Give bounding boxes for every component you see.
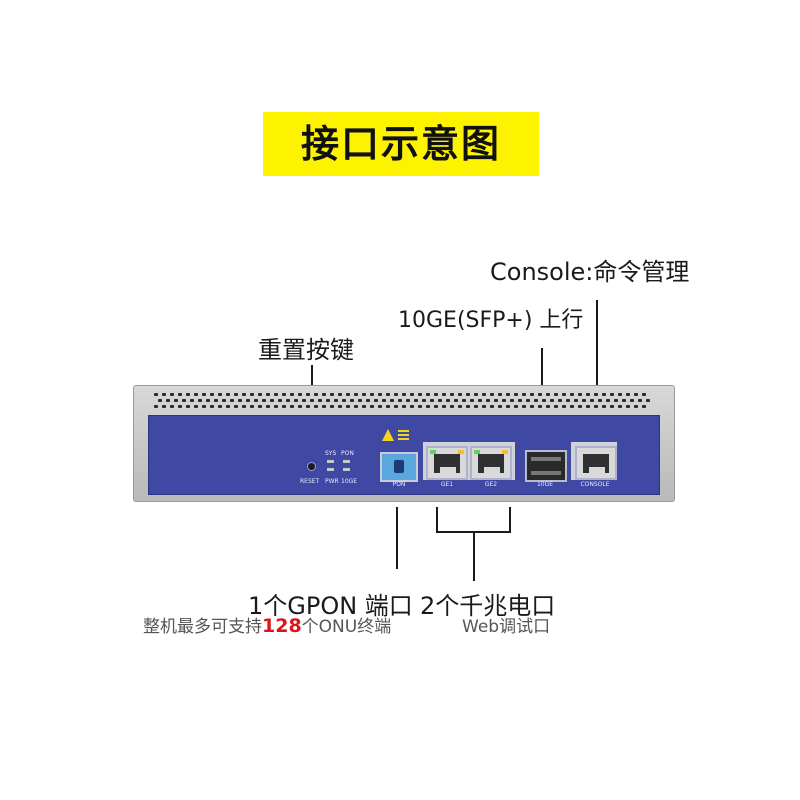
gpon-note-prefix: 整机最多可支持 xyxy=(143,617,262,637)
ge1-tab xyxy=(440,467,456,473)
reset-text: RESET xyxy=(300,478,320,485)
ge2-port[interactable] xyxy=(470,446,512,480)
ge-callout-line xyxy=(473,531,475,581)
ge2-bracket-right xyxy=(509,507,511,533)
led-pon xyxy=(343,460,350,463)
vent-holes xyxy=(154,393,650,408)
led-sys-text: SYS xyxy=(325,450,337,457)
reset-label: 重置按键 xyxy=(258,336,354,364)
pon-port-label: PON xyxy=(392,481,406,488)
console-callout-line xyxy=(596,300,598,430)
uplink-label: 10GE(SFP+) 上行 xyxy=(398,308,584,333)
gpon-note-number: 128 xyxy=(262,615,302,637)
gpon-note-suffix: 个ONU终端 xyxy=(301,617,392,637)
ge1-port[interactable] xyxy=(426,446,468,480)
gpon-label: 1个GPON 端口 xyxy=(248,592,413,620)
title-background xyxy=(263,112,539,176)
ge2-act-led xyxy=(502,450,508,454)
sfp-label: 10GE xyxy=(536,481,554,488)
sfp-port-slot xyxy=(531,471,561,475)
console-label: Console:命令管理 xyxy=(490,258,690,286)
ge-label: 2个千兆电口 xyxy=(420,592,556,620)
ge1-act-led xyxy=(458,450,464,454)
led-pon-text: PON xyxy=(341,450,354,457)
pon-port-socket xyxy=(394,460,404,473)
led-10ge xyxy=(343,468,350,471)
pon-port[interactable] xyxy=(380,452,418,482)
console-tab xyxy=(589,467,605,473)
ge1-label: GE1 xyxy=(440,481,454,488)
gpon-callout-line xyxy=(396,507,398,569)
sfp-port[interactable] xyxy=(525,450,567,482)
console-port-label: CONSOLE xyxy=(580,481,610,488)
ge1-bracket-left xyxy=(436,507,438,533)
console-port[interactable] xyxy=(575,446,617,480)
led-pwr-text: PWR xyxy=(325,478,339,485)
sfp-port-slot xyxy=(531,457,561,461)
ge2-label: GE2 xyxy=(484,481,498,488)
reset-button[interactable] xyxy=(307,462,316,471)
brand-logo xyxy=(382,429,409,441)
led-pwr xyxy=(327,468,334,471)
ge-note: Web调试口 xyxy=(462,617,551,637)
ge1-link-led xyxy=(430,450,436,454)
ge2-link-led xyxy=(474,450,480,454)
led-sys xyxy=(327,460,334,463)
ge2-tab xyxy=(484,467,500,473)
gpon-note: 整机最多可支持128个ONU终端 xyxy=(143,612,391,637)
led-10ge-text: 10GE xyxy=(341,478,358,485)
page-title: 接口示意图 xyxy=(300,122,501,166)
